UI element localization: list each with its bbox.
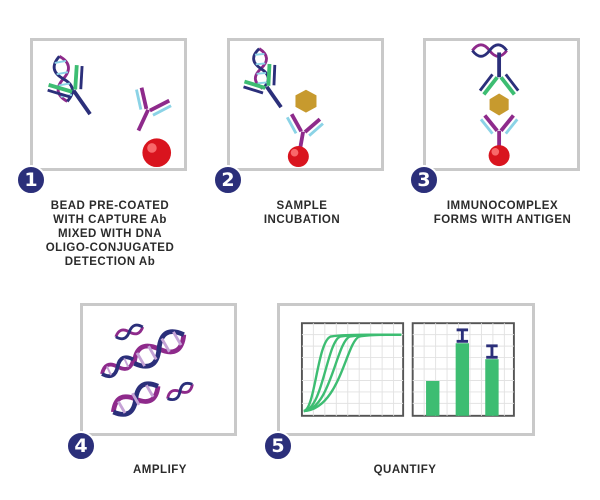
step-5-illustration <box>300 322 515 417</box>
bar-2 <box>455 343 470 416</box>
step-3-illustration <box>471 43 520 167</box>
step-3-label: IMMUNOCOMPLEX FORMS WITH ANTIGEN <box>433 200 572 226</box>
bead-icon <box>488 145 510 167</box>
bar-chart-icon <box>411 322 515 417</box>
dna-helix-icon <box>100 355 136 379</box>
bead-icon <box>287 146 309 168</box>
amplification-curve-icon <box>300 322 405 417</box>
antibody-icon <box>285 113 324 153</box>
step-1-panel <box>30 38 187 171</box>
bar-3 <box>485 359 499 416</box>
dna-helix-icon <box>110 381 161 417</box>
antibody-icon <box>243 63 283 109</box>
antigen-icon <box>489 93 509 116</box>
step-4-label: AMPLIFY <box>133 464 187 476</box>
dna-helix-icon <box>471 43 508 58</box>
bar-1 <box>426 380 440 416</box>
step-2-badge: 2 <box>213 165 243 195</box>
step-1-label: BEAD PRE-COATED WITH CAPTURE Ab MIXED WI… <box>45 200 175 268</box>
step-3-badge: 3 <box>409 165 439 195</box>
dna-helix-icon <box>166 381 194 402</box>
step-1-illustration <box>47 55 172 168</box>
step-5-badge: 5 <box>263 431 293 461</box>
dna-helix-icon <box>131 329 187 369</box>
step-3-panel <box>423 38 580 171</box>
step-2-panel <box>227 38 384 171</box>
step-4-illustration <box>100 323 194 417</box>
step-5-label: QUANTIFY <box>373 464 437 476</box>
dna-helix-icon <box>114 323 145 341</box>
antibody-icon <box>478 52 520 96</box>
step-1-badge: 1 <box>16 165 46 195</box>
step-2-label: SAMPLE INCUBATION <box>263 200 341 226</box>
antigen-icon <box>295 89 317 113</box>
step-2-illustration <box>243 47 324 168</box>
error-bar-3 <box>486 344 498 359</box>
step-4-panel <box>80 303 237 436</box>
antibody-icon <box>135 87 172 132</box>
step-5-panel <box>277 303 535 436</box>
antibody-icon <box>47 65 92 116</box>
bead-icon <box>142 138 172 168</box>
error-bar-2 <box>456 328 469 343</box>
step-4-badge: 4 <box>66 431 96 461</box>
